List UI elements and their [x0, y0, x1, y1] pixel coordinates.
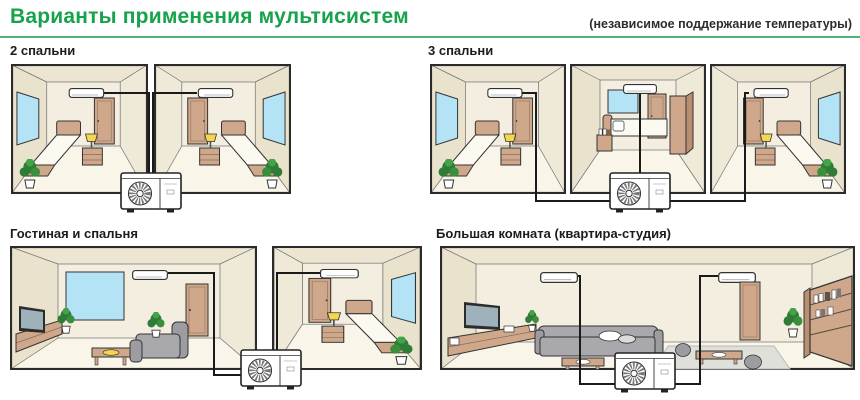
outdoor-compressor-icon — [121, 173, 181, 213]
diagram-studio — [434, 242, 860, 398]
pipe-line — [670, 92, 749, 202]
title-divider — [0, 36, 860, 38]
diagram-two-bedrooms — [8, 60, 308, 218]
outdoor-compressor-icon — [615, 353, 675, 393]
outdoor-compressor-icon — [610, 173, 670, 213]
section-label-two-bedrooms: 2 спальни — [10, 43, 76, 58]
room-living — [11, 247, 256, 369]
pipe-line — [276, 272, 320, 350]
room-studio — [441, 247, 854, 370]
room-right-mirrored — [711, 65, 845, 193]
pipe-line — [522, 92, 610, 202]
pipe-line — [675, 275, 718, 385]
pipe-line — [152, 92, 197, 175]
section-label-living-and-bedroom: Гостиная и спальня — [10, 226, 138, 241]
pipe-line — [578, 275, 615, 385]
pipe-line — [168, 272, 241, 376]
section-label-three-bedrooms: 3 спальни — [428, 43, 494, 58]
outdoor-compressor-icon — [241, 350, 301, 390]
page-title: Варианты применения мультисистем — [10, 5, 409, 28]
page-subtitle: (независимое поддержание температуры) — [589, 17, 852, 31]
section-label-studio: Большая комната (квартира-студия) — [436, 226, 671, 241]
diagram-living-and-bedroom — [8, 242, 432, 398]
pipe-line — [104, 92, 150, 175]
room-left — [431, 65, 565, 193]
diagram-three-bedrooms — [426, 60, 852, 218]
